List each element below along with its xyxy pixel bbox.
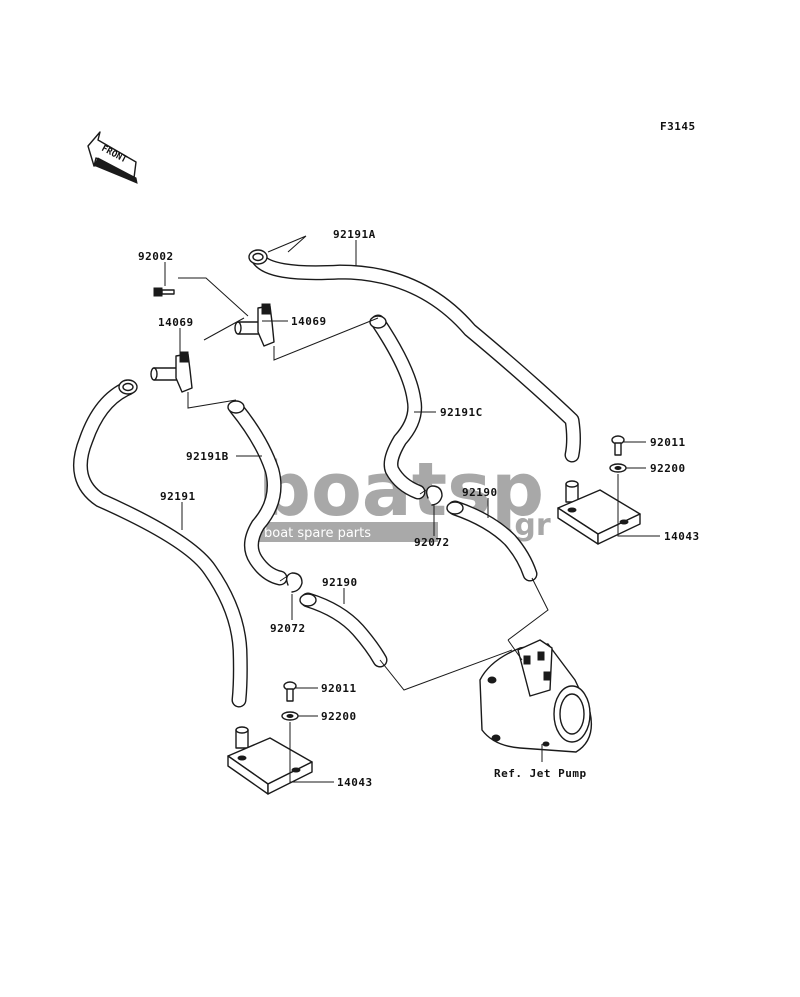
callout-14043-bottom: 14043: [337, 776, 373, 789]
leader-92190-to-pump: [507, 577, 549, 641]
screw-92002: [153, 287, 175, 297]
callout-92002: 92002: [138, 250, 174, 263]
clamp-92072-top: [419, 485, 443, 506]
washer-92200-bottom: [281, 711, 299, 721]
fitting-14069-right: [234, 303, 275, 347]
leader-fitting-link: [203, 317, 245, 341]
callout-92191: 92191: [160, 490, 196, 503]
callout-92011-bottom: 92011: [321, 682, 357, 695]
clamp-92072-bottom: [279, 572, 303, 593]
callout-92200-bottom: 92200: [321, 710, 357, 723]
hose-92191b: [227, 400, 288, 586]
hose-92191c: [369, 314, 426, 500]
hose-92191a: [248, 235, 581, 463]
hose-92190-upper: [446, 500, 538, 582]
screw-92011-bottom: [283, 681, 297, 702]
callout-92200-top: 92200: [650, 462, 686, 475]
leader-14069-to-92191b: [187, 392, 237, 409]
watermark-tagline: boat spare parts: [264, 526, 371, 541]
jet-pump: [479, 639, 593, 753]
callout-92190-bottom: 92190: [322, 576, 358, 589]
front-arrow-icon: FRONT: [87, 131, 138, 184]
callout-92191C: 92191C: [440, 406, 483, 419]
leader-92002: [178, 277, 249, 317]
leader-92190b-to-pump: [379, 649, 513, 691]
fitting-14069-left: [150, 351, 193, 393]
washer-92200-top: [609, 463, 627, 473]
callout-14043-top: 14043: [664, 530, 700, 543]
reference-jet-pump-label: Ref. Jet Pump: [494, 767, 587, 780]
callout-92072-top: 92072: [414, 536, 450, 549]
callout-92191B: 92191B: [186, 450, 229, 463]
bracket-14043-top: [557, 480, 641, 545]
screw-92011-top: [611, 435, 625, 456]
watermark-banner: [258, 522, 438, 542]
callout-14069-left: 14069: [158, 316, 194, 329]
hose-92191: [72, 379, 248, 708]
bracket-14043-bottom: [227, 726, 313, 795]
hose-92190-lower: [299, 592, 388, 668]
figure-code: F3145: [660, 120, 696, 133]
callout-14069-right: 14069: [291, 315, 327, 328]
callout-92011-top: 92011: [650, 436, 686, 449]
callout-92190-top: 92190: [462, 486, 498, 499]
watermark: boatsp .gr boat spare parts: [258, 447, 551, 543]
leader-14069-to-92191c: [273, 317, 379, 361]
callout-92072-bottom: 92072: [270, 622, 306, 635]
callout-92191A: 92191A: [333, 228, 376, 241]
